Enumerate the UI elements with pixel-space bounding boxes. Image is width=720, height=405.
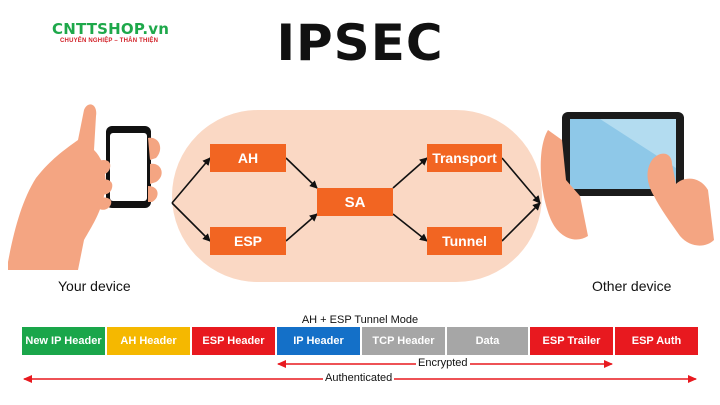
ah-box: AH [210, 144, 286, 172]
encrypted-label: Encrypted [416, 357, 470, 369]
brand-tagline: CHUYÊN NGHIỆP – THÂN THIỆN [60, 38, 159, 44]
sa-box: SA [317, 188, 393, 216]
other-device-label: Other device [592, 278, 672, 294]
segment-data: Data [447, 327, 528, 355]
tunnel-mode-label: AH + ESP Tunnel Mode [301, 314, 419, 326]
esp-box: ESP [210, 227, 286, 255]
tablet-hand-icon [540, 112, 714, 246]
segment-esp-auth: ESP Auth [615, 327, 698, 355]
segment-ah-header: AH Header [107, 327, 190, 355]
phone-hand-icon [8, 104, 162, 271]
segment-esp-trailer: ESP Trailer [530, 327, 613, 355]
segment-ip-header: IP Header [277, 327, 360, 355]
segment-esp-header: ESP Header [192, 327, 275, 355]
your-device-label: Your device [58, 278, 131, 294]
brand-logo: CNTTSHOP.vn [52, 20, 170, 38]
transport-box: Transport [427, 144, 502, 172]
segment-new-ip-header: New IP Header [22, 327, 105, 355]
page-title: IPSEC [276, 14, 444, 72]
tunnel-box: Tunnel [427, 227, 502, 255]
authenticated-label: Authenticated [323, 372, 395, 384]
segment-tcp-header: TCP Header [362, 327, 445, 355]
